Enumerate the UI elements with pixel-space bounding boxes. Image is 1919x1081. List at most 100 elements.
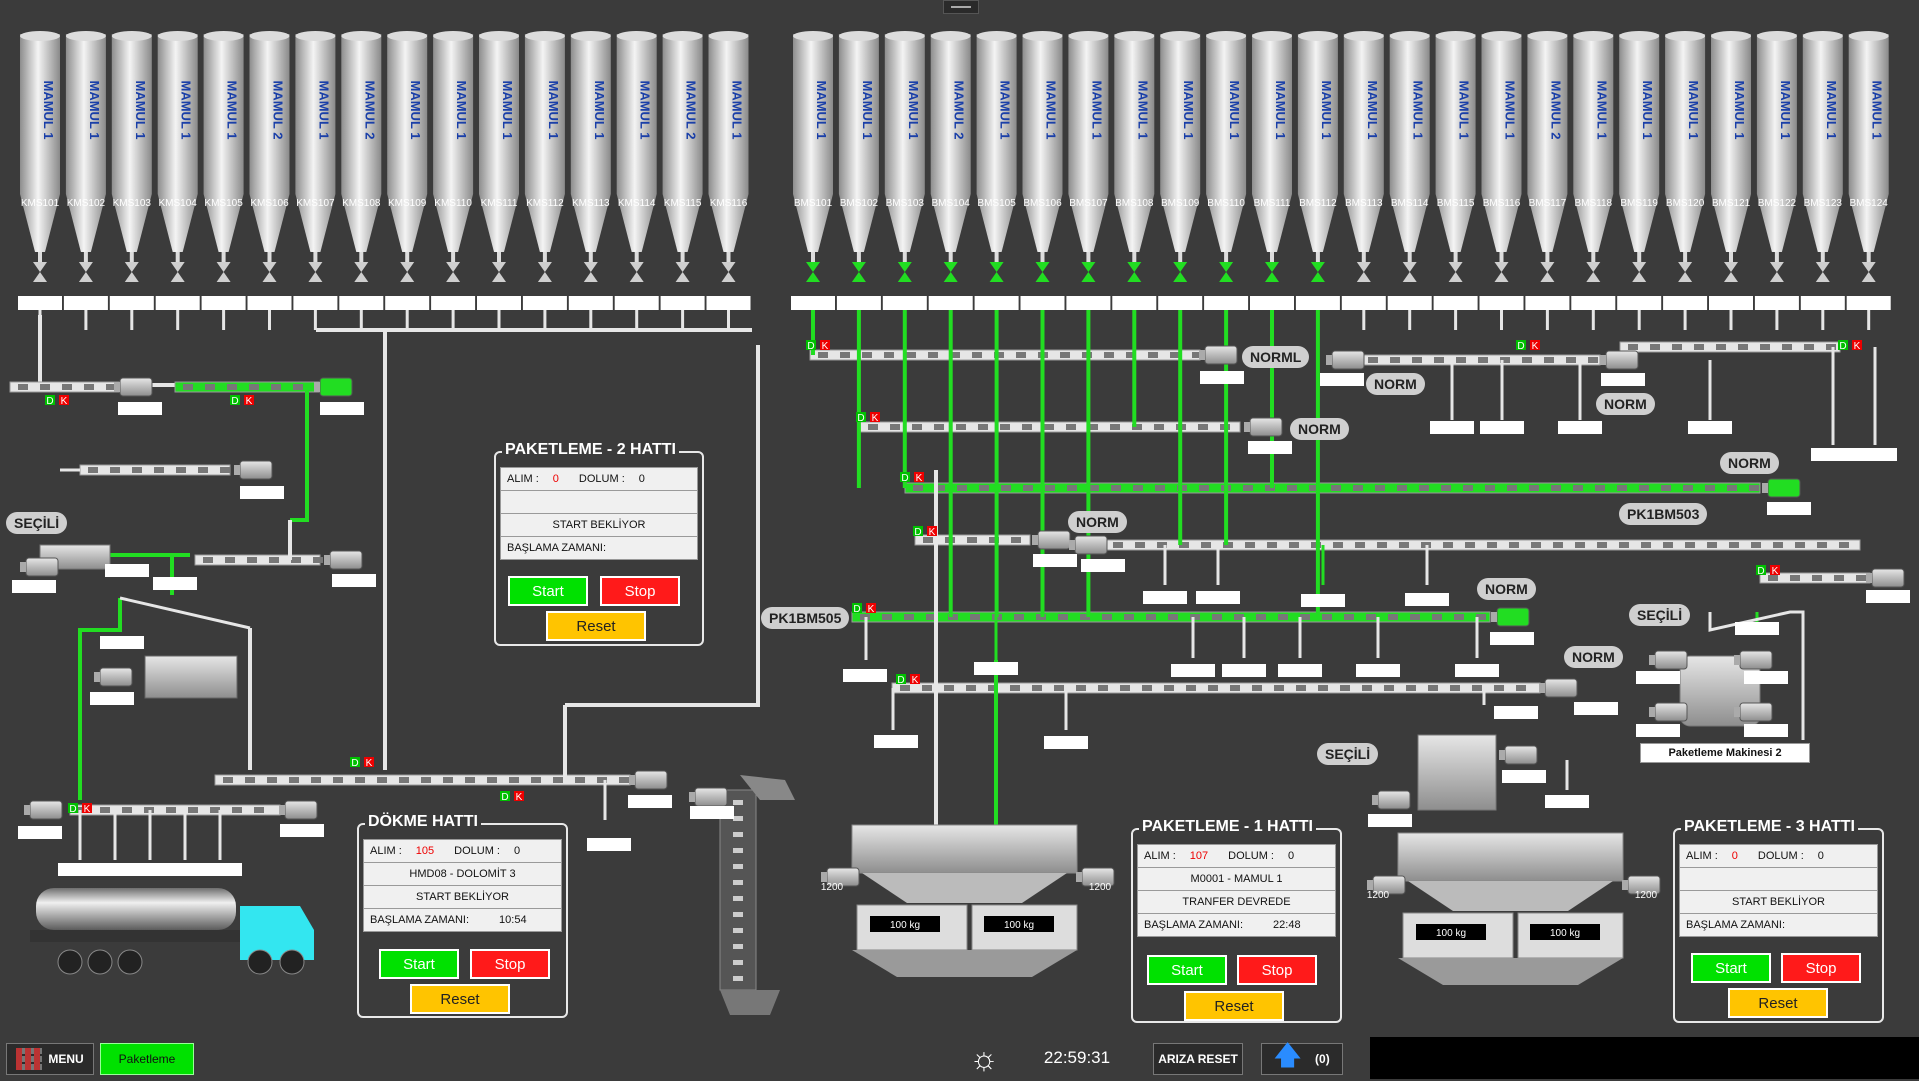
- valve-icon[interactable]: [1724, 272, 1738, 282]
- motor-km406[interactable]: [25, 557, 59, 577]
- valve-icon[interactable]: [400, 272, 415, 282]
- stop-button[interactable]: Stop: [600, 576, 680, 606]
- motor-km402[interactable]: [319, 377, 353, 397]
- valve-icon[interactable]: [1127, 272, 1142, 282]
- reset-button[interactable]: Reset: [1184, 991, 1284, 1021]
- valve-icon[interactable]: [1724, 262, 1738, 272]
- motor-bm507[interactable]: [1331, 350, 1365, 370]
- motor-bm525[interactable]: [1037, 530, 1071, 550]
- menu-button[interactable]: MENU: [6, 1043, 94, 1075]
- secili-tag-mid[interactable]: SEÇİLİ: [1317, 743, 1379, 765]
- start-button[interactable]: Start: [379, 949, 459, 979]
- valve-icon[interactable]: [1356, 262, 1371, 272]
- motor-bm510[interactable]: [1377, 790, 1411, 810]
- valve-icon[interactable]: [721, 272, 736, 282]
- motor-km407[interactable]: [99, 667, 133, 687]
- valve-icon[interactable]: [1815, 272, 1830, 282]
- motor-bm504[interactable]: [1074, 535, 1108, 555]
- valve-icon[interactable]: [1081, 272, 1096, 282]
- valve-icon[interactable]: [1265, 262, 1279, 272]
- valve-icon[interactable]: [1310, 272, 1325, 282]
- valve-icon[interactable]: [989, 262, 1004, 272]
- motor-bm520[interactable]: [1871, 568, 1905, 588]
- start-button[interactable]: Start: [1691, 953, 1771, 983]
- valve-icon[interactable]: [1173, 272, 1188, 282]
- filling-station[interactable]: [1397, 832, 1624, 882]
- valve-icon[interactable]: [78, 262, 93, 272]
- valve-icon[interactable]: [216, 262, 231, 272]
- secili-tag-left[interactable]: SEÇİLİ: [6, 512, 68, 534]
- valve-icon[interactable]: [446, 262, 461, 272]
- valve-icon[interactable]: [1219, 262, 1234, 272]
- valve-icon[interactable]: [897, 272, 912, 282]
- valve-icon[interactable]: [989, 272, 1004, 282]
- motor-bm503[interactable]: [1767, 478, 1801, 498]
- valve-icon[interactable]: [1815, 262, 1830, 272]
- valve-icon[interactable]: [1035, 272, 1050, 282]
- valve-icon[interactable]: [1310, 262, 1325, 272]
- valve-icon[interactable]: [1173, 262, 1188, 272]
- motor-km410[interactable]: [284, 800, 318, 820]
- valve-icon[interactable]: [1861, 272, 1876, 282]
- motor-km401[interactable]: [119, 377, 153, 397]
- valve-icon[interactable]: [1678, 262, 1693, 272]
- valve-icon[interactable]: [806, 272, 820, 282]
- norm-tag-bm505[interactable]: NORM: [1477, 578, 1536, 600]
- valve-icon[interactable]: [583, 272, 598, 282]
- valve-icon[interactable]: [78, 272, 93, 282]
- valve-icon[interactable]: [1494, 272, 1509, 282]
- valve-icon[interactable]: [308, 272, 323, 282]
- valve-icon[interactable]: [851, 262, 866, 272]
- valve-icon[interactable]: [1632, 272, 1647, 282]
- valve-icon[interactable]: [400, 262, 415, 272]
- valve-icon[interactable]: [124, 262, 139, 272]
- secili-tag-right[interactable]: SEÇİLİ: [1629, 604, 1691, 626]
- valve-icon[interactable]: [943, 272, 958, 282]
- valve-icon[interactable]: [216, 272, 231, 282]
- valve-icon[interactable]: [308, 262, 323, 272]
- valve-icon[interactable]: [1402, 272, 1417, 282]
- valve-icon[interactable]: [354, 262, 369, 272]
- valve-icon[interactable]: [851, 272, 866, 282]
- screen-tab-paketleme[interactable]: Paketleme: [100, 1043, 194, 1075]
- reset-button[interactable]: Reset: [1728, 988, 1828, 1018]
- motor-bm523[interactable]: [1654, 702, 1688, 722]
- valve-icon[interactable]: [170, 272, 185, 282]
- motor-bm509[interactable]: [1504, 745, 1538, 765]
- motor-bm524[interactable]: [1739, 702, 1773, 722]
- alarm-button[interactable]: 🡅 (0): [1261, 1040, 1343, 1075]
- valve-icon[interactable]: [262, 272, 277, 282]
- valve-icon[interactable]: [1356, 272, 1371, 282]
- valve-icon[interactable]: [629, 262, 644, 272]
- motor-bm521[interactable]: [1654, 650, 1688, 670]
- motor-bm522[interactable]: [1739, 650, 1773, 670]
- norm-tag-bm502[interactable]: NORM: [1290, 418, 1349, 440]
- reset-button[interactable]: Reset: [546, 611, 646, 641]
- valve-icon[interactable]: [943, 262, 958, 272]
- norm-tag-bm506[interactable]: NORM: [1564, 646, 1623, 668]
- valve-icon[interactable]: [1448, 262, 1463, 272]
- packing-hopper[interactable]: [1417, 734, 1497, 811]
- drag-handle[interactable]: [943, 0, 979, 14]
- valve-icon[interactable]: [33, 272, 47, 282]
- stop-button[interactable]: Stop: [470, 949, 550, 979]
- valve-icon[interactable]: [262, 262, 277, 272]
- start-button[interactable]: Start: [1147, 955, 1227, 985]
- motor-bm502[interactable]: [1249, 417, 1283, 437]
- valve-icon[interactable]: [492, 262, 506, 272]
- valve-icon[interactable]: [33, 262, 47, 272]
- valve-icon[interactable]: [1127, 262, 1142, 272]
- valve-icon[interactable]: [124, 272, 139, 282]
- valve-icon[interactable]: [721, 262, 736, 272]
- motor-km403[interactable]: [239, 460, 273, 480]
- valve-icon[interactable]: [537, 272, 552, 282]
- valve-icon[interactable]: [170, 262, 185, 272]
- valve-icon[interactable]: [1769, 262, 1784, 272]
- motor-km409[interactable]: [29, 800, 63, 820]
- motor-km411[interactable]: [694, 787, 728, 807]
- pk1bm503-tag[interactable]: PK1BM503: [1619, 503, 1708, 525]
- reset-button[interactable]: Reset: [410, 984, 510, 1014]
- valve-icon[interactable]: [897, 262, 912, 272]
- valve-icon[interactable]: [1448, 272, 1463, 282]
- valve-icon[interactable]: [1586, 262, 1601, 272]
